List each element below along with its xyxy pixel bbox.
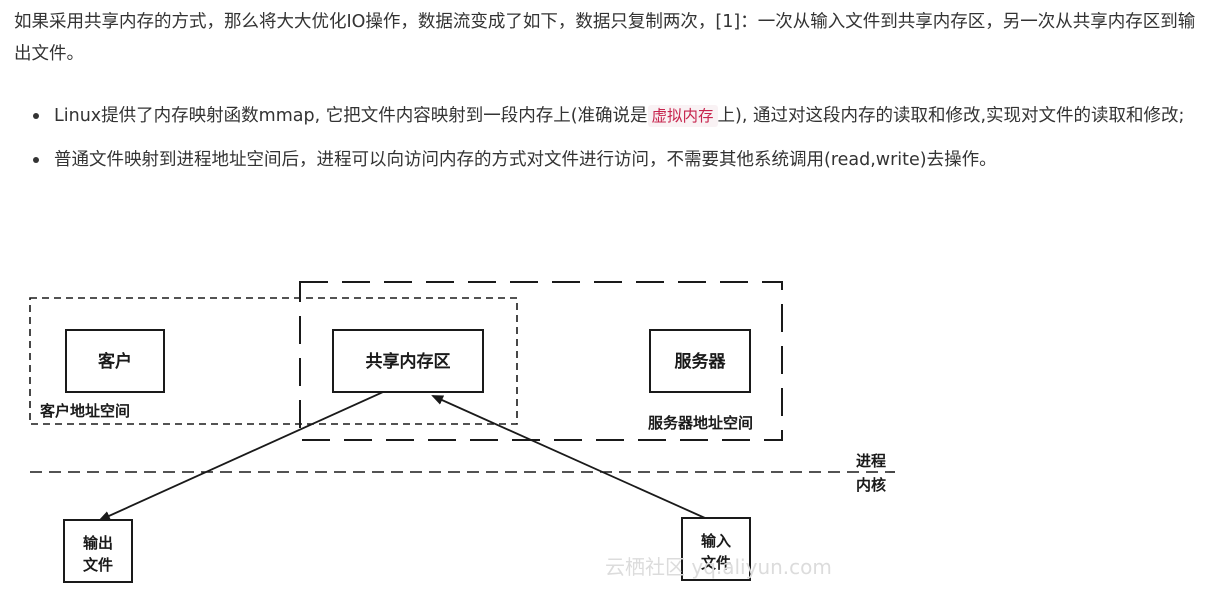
bullet-item-mmap: Linux提供了内存映射函数mmap, 它把文件内容映射到一段内存上(准确说是虚… (14, 100, 1204, 132)
output-file-label-line2: 文件 (83, 556, 113, 574)
input-file-box (681, 517, 751, 581)
server-box-label: 服务器 (675, 351, 727, 372)
arrow-shm-to-output (98, 391, 384, 521)
kernel-label: 内核 (856, 476, 886, 494)
shared-memory-diagram: 客户 共享内存区 服务器 客户地址空间 服务器地址空间 进程 内核 输出 文件 … (29, 281, 895, 583)
bullet-dot (33, 157, 39, 163)
server-address-space-region (299, 281, 783, 441)
server-address-space-label: 服务器地址空间 (648, 414, 753, 432)
client-box-label: 客户 (97, 351, 132, 372)
client-box (65, 329, 165, 393)
bullet-item-file-mapping: 普通文件映射到进程地址空间后，进程可以向访问内存的方式对文件进行访问，不需要其他… (14, 144, 1204, 176)
bullet-list: Linux提供了内存映射函数mmap, 它把文件内容映射到一段内存上(准确说是虚… (14, 100, 1204, 188)
bullet-text-before: Linux提供了内存映射函数mmap, 它把文件内容映射到一段内存上(准确说是 (54, 106, 648, 126)
shared-memory-box (332, 329, 484, 393)
process-label: 进程 (856, 452, 886, 470)
bullet-text: 普通文件映射到进程地址空间后，进程可以向访问内存的方式对文件进行访问，不需要其他… (54, 150, 997, 170)
input-file-label-line1: 输入 (701, 532, 731, 550)
client-address-space-region (29, 297, 518, 425)
output-file-box (63, 519, 133, 583)
intro-paragraph: 如果采用共享内存的方式，那么将大大优化IO操作，数据流变成了如下，数据只复制两次… (14, 12, 1196, 64)
inline-code-virtual-memory: 虚拟内存 (647, 105, 718, 127)
client-address-space-label: 客户地址空间 (39, 402, 130, 420)
shared-memory-box-label: 共享内存区 (366, 351, 451, 372)
input-file-label-line2: 文件 (701, 554, 731, 572)
watermark: 云栖社区 yq.aliyun.com (605, 555, 832, 579)
server-box (649, 329, 751, 393)
bullet-dot (33, 113, 39, 119)
bullet-text-after: 上), 通过对这段内存的读取和修改,实现对文件的读取和修改; (717, 106, 1185, 126)
output-file-label-line1: 输出 (83, 534, 113, 552)
arrow-input-to-shm (431, 395, 706, 519)
